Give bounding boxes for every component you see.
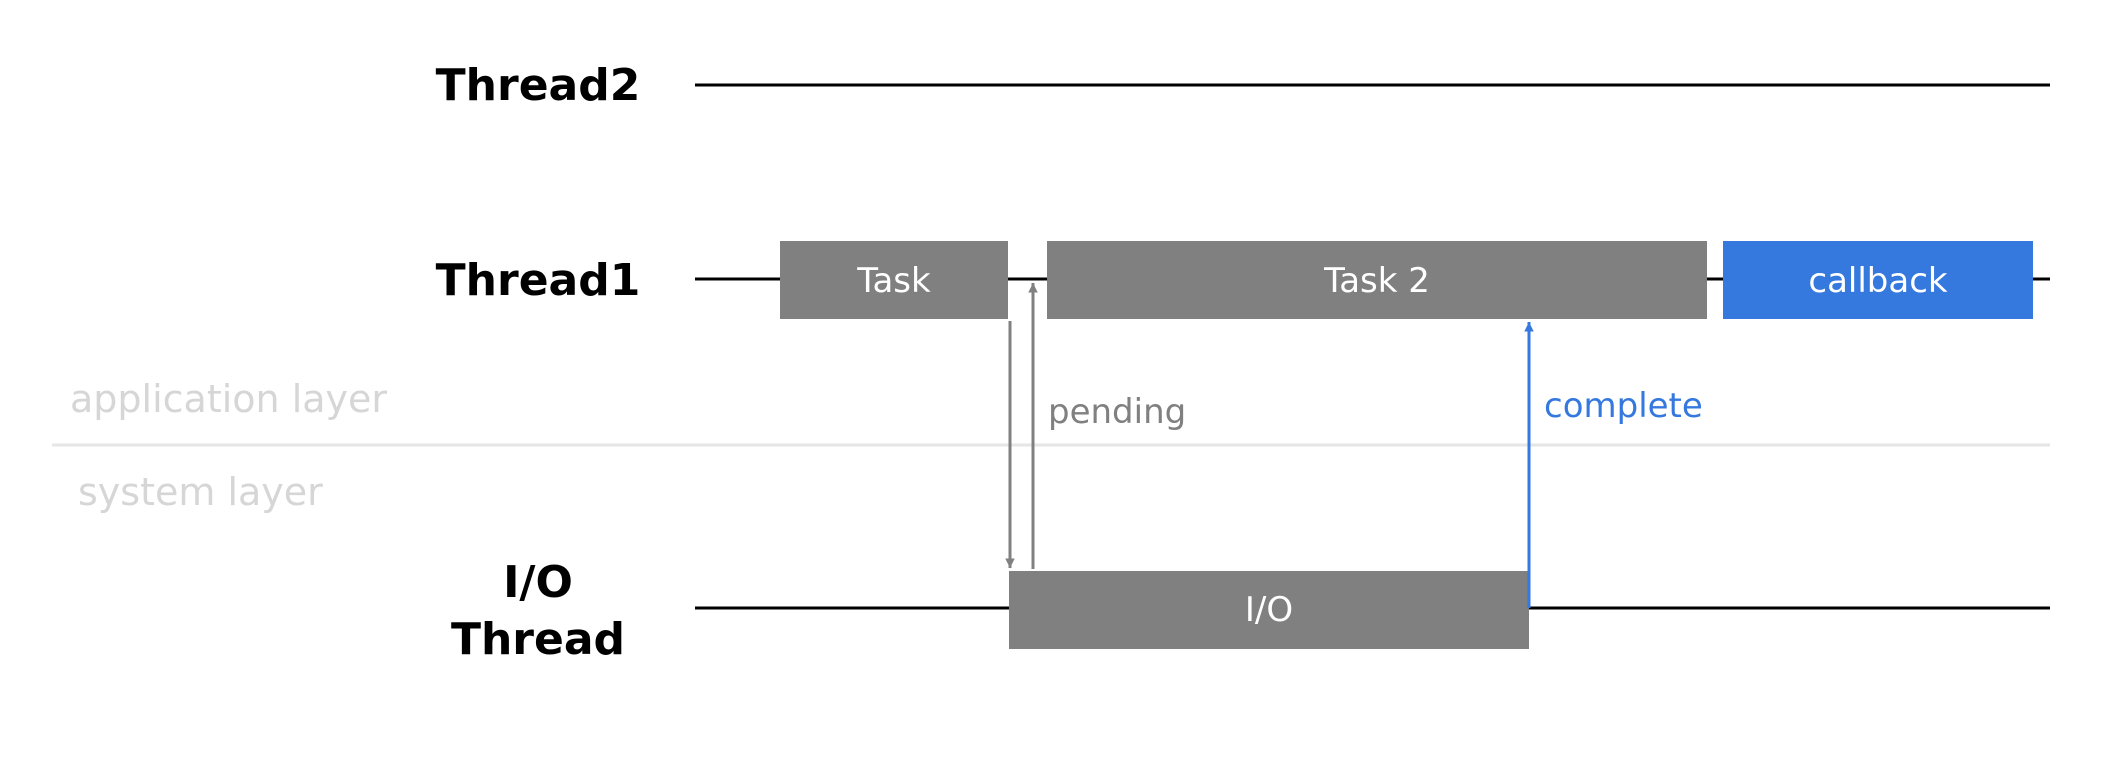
task2-box-label: Task 2 [1323, 261, 1430, 301]
task2-box [1047, 241, 1707, 319]
io-box [1009, 571, 1529, 649]
callback-box [1723, 241, 2033, 319]
application-layer-label: application layer [70, 377, 387, 421]
thread2-label: Thread2 [436, 60, 641, 111]
task-box [780, 241, 1008, 319]
complete-label: complete [1544, 386, 1703, 426]
callback-box-label: callback [1808, 261, 1948, 301]
system-layer-label: system layer [78, 470, 323, 514]
pending-label: pending [1048, 392, 1186, 432]
task-box-label: Task [856, 261, 931, 301]
io-thread-label-line1: I/O [503, 557, 573, 608]
io-box-label: I/O [1245, 590, 1293, 630]
io-thread-label-line2: Thread [451, 614, 625, 665]
thread1-label: Thread1 [436, 255, 641, 306]
